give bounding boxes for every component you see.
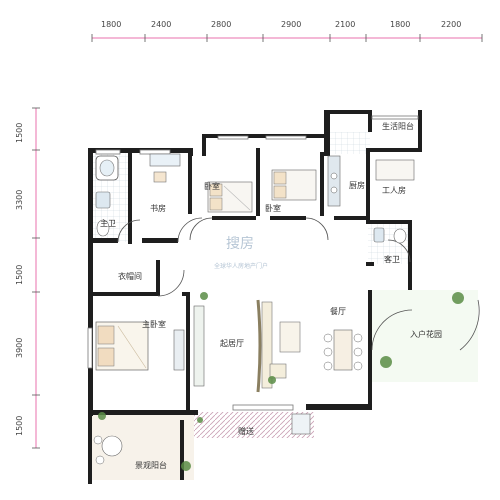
label-master-bedroom: 主卧室: [142, 319, 166, 329]
furniture: [93, 153, 415, 465]
label-utility-balcony: 生活阳台: [382, 121, 414, 131]
dim-left-2: 3300: [15, 190, 24, 210]
dim-top-2: 2400: [151, 20, 171, 29]
watermark: 搜房 全球华人房地产门户: [214, 236, 268, 270]
room-labels: 主卫 书房 卧室 卧室 厨房 生活阳台 工人房 客卫 衣帽间 主卧室 起居厅 餐…: [100, 121, 442, 470]
dim-top-5: 2100: [335, 20, 355, 29]
dim-top-4: 2900: [281, 20, 301, 29]
label-kitchen: 厨房: [349, 180, 365, 190]
plants: [98, 292, 464, 471]
windows: [87, 115, 419, 411]
label-living-room: 起居厅: [220, 339, 244, 348]
label-entry-garden: 入户花园: [410, 329, 442, 339]
label-bonus: 赠送: [238, 426, 254, 436]
dim-left-1: 1500: [15, 123, 24, 143]
watermark-title: 搜房: [226, 236, 254, 252]
dim-left-3: 1500: [15, 265, 24, 285]
dim-left-4: 3900: [15, 338, 24, 358]
label-bedroom-2: 卧室: [265, 203, 281, 213]
dim-top-7: 2200: [441, 20, 461, 29]
label-master-bath: 主卫: [100, 218, 116, 228]
label-walk-in-closet: 衣帽间: [118, 271, 142, 281]
door-swings: [117, 217, 480, 351]
left-dimension-line: 1500 3300 1500 3900 1500: [15, 107, 40, 449]
label-maid-room: 工人房: [382, 185, 406, 195]
label-guest-bath: 客卫: [384, 254, 400, 264]
top-dimension-line: 1800 2400 2800 2900 2100 1800 2200: [91, 20, 483, 42]
watermark-subtitle: 全球华人房地产门户: [214, 262, 268, 270]
label-study: 书房: [150, 203, 166, 213]
label-view-balcony: 景观阳台: [135, 460, 167, 470]
dim-top-6: 1800: [390, 20, 410, 29]
label-dining-room: 餐厅: [330, 307, 346, 316]
dim-top-1: 1800: [101, 20, 121, 29]
dim-top-3: 2800: [211, 20, 231, 29]
label-bedroom-1: 卧室: [204, 181, 220, 191]
dim-left-5: 1500: [15, 416, 24, 436]
